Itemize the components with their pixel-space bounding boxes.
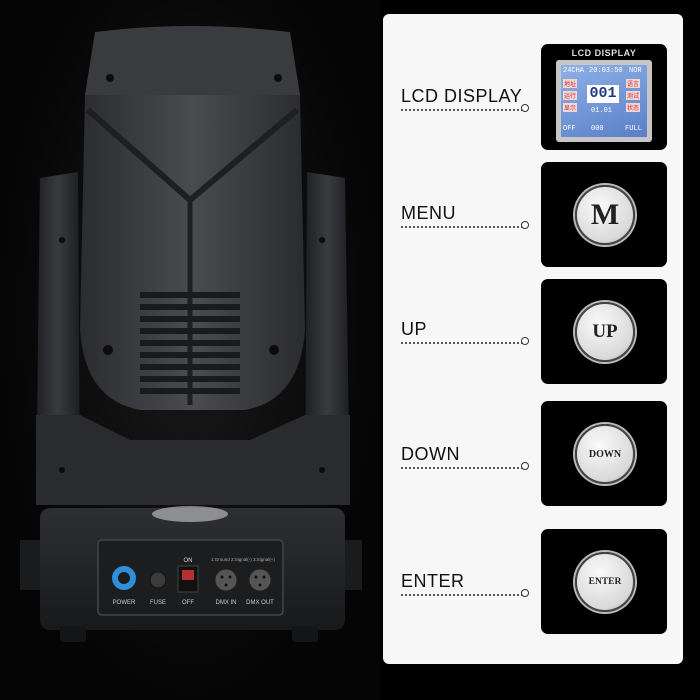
leader-dot xyxy=(521,462,529,470)
leader-line xyxy=(401,594,523,596)
lcd-header-left: 24CHA xyxy=(563,67,585,75)
lcd-cell: 状态 xyxy=(626,103,641,112)
down-button: DOWN xyxy=(575,424,635,484)
lcd-screen: 24CHA 20:03:50 NOR 地址 运行 显示 语言 测试 状态 001… xyxy=(561,65,647,137)
callout-panel: LCD DISPLAY LCD DISPLAY 24CHA 20:03:50 N… xyxy=(383,14,683,664)
lcd-cell: 语言 xyxy=(626,79,641,88)
label-fuse: FUSE xyxy=(150,600,166,606)
leader-dot xyxy=(521,104,529,112)
lcd-cell: 显示 xyxy=(563,103,578,112)
enter-button-image: ENTER xyxy=(541,529,667,634)
menu-button: M xyxy=(575,185,635,245)
label-dmx-in: DMX IN xyxy=(216,600,237,606)
callout-label: DOWN xyxy=(401,444,460,464)
leader-line xyxy=(401,342,523,344)
leader-line xyxy=(401,109,523,111)
callout-label: ENTER xyxy=(401,571,465,591)
leader-dot xyxy=(521,589,529,597)
fuse-holder xyxy=(149,571,167,589)
head-top xyxy=(85,26,300,95)
lcd-header-time: 20:03:50 xyxy=(589,67,623,75)
label-dmx-pinout: 1:Ground 2:Signal(-) 3:Signal(+) xyxy=(211,557,275,562)
lcd-cell: 运行 xyxy=(563,91,578,100)
lcd-sub-value: 01.01 xyxy=(591,107,613,115)
lcd-footer-right: FULL xyxy=(625,125,642,133)
lcd-frame: 24CHA 20:03:50 NOR 地址 运行 显示 语言 测试 状态 001… xyxy=(556,60,652,142)
callout-label: UP xyxy=(401,319,428,339)
up-button: UP xyxy=(575,302,635,362)
lcd-cell: 测试 xyxy=(626,91,641,100)
down-button-image: DOWN xyxy=(541,401,667,506)
label-dmx-out: DMX OUT xyxy=(246,600,274,606)
callout-label: LCD DISPLAY xyxy=(401,86,523,106)
moving-head-illustration: POWER FUSE ON OFF DMX IN DMX OUT 1:Groun… xyxy=(20,26,362,642)
leader-dot xyxy=(521,221,529,229)
leader-line xyxy=(401,226,523,228)
lcd-title: LCD DISPLAY xyxy=(571,48,637,58)
callout-label: MENU xyxy=(401,203,456,223)
leader-line xyxy=(401,467,523,469)
label-power: POWER xyxy=(113,600,136,606)
lcd-header-right: NOR xyxy=(629,67,642,75)
lcd-footer-left: OFF xyxy=(563,125,576,133)
lcd-cell: 地址 xyxy=(563,79,578,88)
dmx-out-connector xyxy=(248,568,272,592)
lcd-footer-mid: 000 xyxy=(591,125,604,133)
lcd-value: 001 xyxy=(587,85,619,103)
yoke-bottom xyxy=(36,415,350,505)
head-vents xyxy=(140,292,240,394)
product-photo: POWER FUSE ON OFF DMX IN DMX OUT 1:Groun… xyxy=(0,0,380,700)
menu-button-image: M xyxy=(541,162,667,267)
lcd-display-image: LCD DISPLAY 24CHA 20:03:50 NOR 地址 运行 显示 … xyxy=(541,44,667,150)
dmx-in-connector xyxy=(214,568,238,592)
leader-dot xyxy=(521,337,529,345)
label-switch-on: ON xyxy=(184,558,193,564)
label-switch-off: OFF xyxy=(182,600,194,606)
enter-button: ENTER xyxy=(575,552,635,612)
up-button-image: UP xyxy=(541,279,667,384)
